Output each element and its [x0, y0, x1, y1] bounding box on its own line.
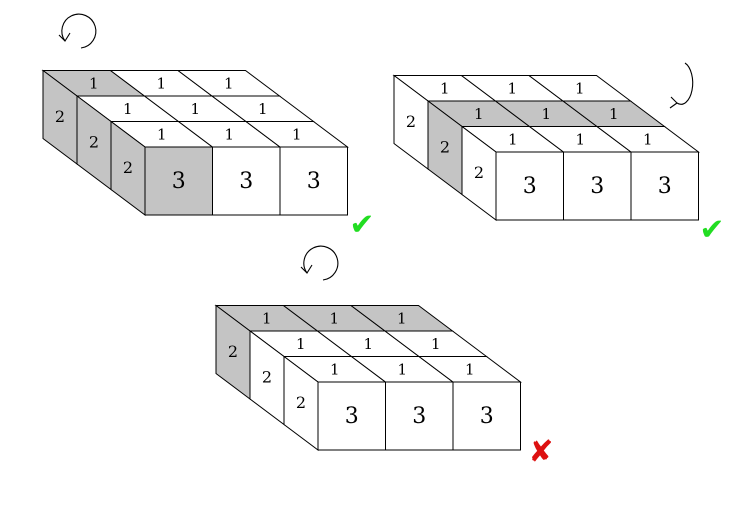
check-mark-icon: ✔ [349, 208, 374, 243]
side-label: 2 [406, 112, 416, 131]
side-label: 2 [296, 393, 306, 412]
top-label: 1 [329, 309, 339, 327]
top-label: 1 [431, 335, 441, 353]
top-label: 1 [156, 74, 166, 92]
cube-block-3: 1 1 1 1 1 1 1 1 1 2 2 2 3 3 3 [214, 304, 522, 451]
cube-block-2: 1 1 1 1 1 1 1 1 1 2 2 2 3 3 3 [392, 74, 700, 221]
top-label: 1 [89, 74, 99, 92]
front-label: 3 [590, 174, 604, 199]
top-label: 1 [296, 335, 306, 353]
side-label: 2 [55, 107, 65, 126]
top-label: 1 [474, 105, 484, 123]
side-label: 2 [89, 132, 99, 151]
front-face [279, 146, 348, 216]
top-label: 1 [258, 100, 268, 118]
front-label: 3 [523, 174, 537, 199]
rotate-clockwise-icon [58, 13, 97, 49]
top-label: 1 [575, 79, 585, 97]
top-label: 1 [262, 309, 272, 327]
top-label: 1 [224, 74, 234, 92]
top-label: 1 [575, 130, 585, 148]
top-label: 1 [643, 130, 653, 148]
top-label: 1 [541, 105, 551, 123]
top-label: 1 [609, 105, 619, 123]
front-label: 3 [480, 404, 494, 429]
side-label: 2 [262, 367, 272, 386]
front-face [452, 381, 521, 451]
top-label: 1 [330, 360, 340, 378]
cross-mark-icon: ✘ [528, 435, 553, 470]
front-label: 3 [412, 404, 426, 429]
front-label: 3 [658, 174, 672, 199]
top-label: 1 [440, 79, 450, 97]
check-mark-icon: ✔ [699, 213, 724, 248]
top-label: 1 [224, 125, 234, 143]
rotate-vertical-icon [669, 62, 694, 109]
top-label: 1 [157, 125, 167, 143]
rotate-clockwise-icon [300, 245, 339, 281]
side-label: 2 [474, 163, 484, 182]
top-label: 1 [190, 100, 200, 118]
front-face [630, 151, 699, 221]
front-label: 3 [239, 169, 253, 194]
top-label: 1 [508, 130, 518, 148]
side-label: 2 [123, 158, 133, 177]
side-label: 2 [228, 342, 238, 361]
side-label: 2 [440, 137, 450, 156]
cube-block-1: 1 1 1 1 1 1 1 1 1 2 2 2 3 3 3 [41, 69, 349, 216]
top-label: 1 [292, 125, 302, 143]
front-label: 3 [307, 169, 321, 194]
front-label: 3 [172, 169, 186, 194]
top-label: 1 [123, 100, 133, 118]
top-label: 1 [397, 360, 407, 378]
front-label: 3 [345, 404, 359, 429]
top-label: 1 [397, 309, 407, 327]
top-label: 1 [507, 79, 517, 97]
top-label: 1 [363, 335, 373, 353]
top-label: 1 [465, 360, 475, 378]
